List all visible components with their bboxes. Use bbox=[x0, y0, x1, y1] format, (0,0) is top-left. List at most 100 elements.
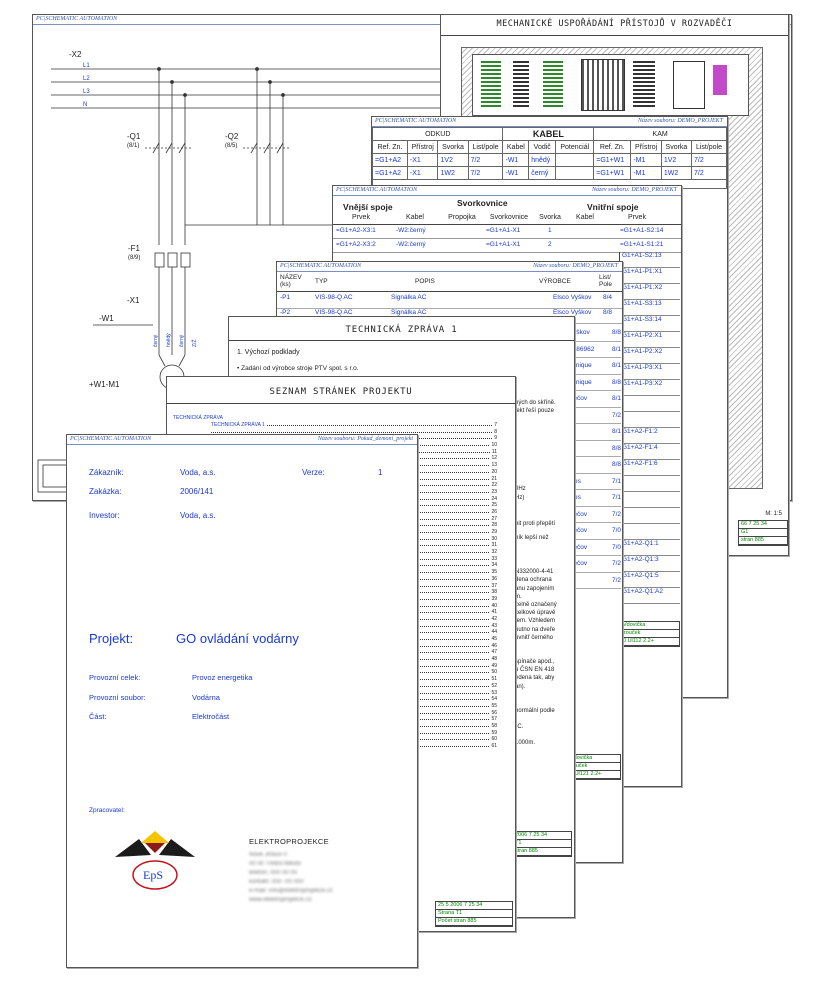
col-header: List/ Pole bbox=[599, 274, 613, 288]
list-item: G1+A1-P1:X1 bbox=[620, 268, 680, 284]
list-item: 7/2 bbox=[569, 408, 621, 424]
cell: -X1 bbox=[406, 166, 439, 180]
toc-page: 34 bbox=[491, 562, 497, 569]
toc-page: 52 bbox=[491, 682, 497, 689]
outer-heading: Vnější spoje bbox=[343, 202, 393, 212]
part-label: Část: bbox=[89, 712, 107, 721]
report-line: an). bbox=[515, 683, 526, 690]
company-details: Nové Jiříkov 0 00 00 Třebíš-Město telefo… bbox=[249, 851, 333, 905]
col-header: Ref. Zn. bbox=[593, 140, 632, 154]
cell: Elsco Vyškov bbox=[553, 309, 592, 316]
line-label: N bbox=[83, 102, 87, 108]
toc-page: 39 bbox=[491, 595, 497, 602]
investor-label: Investor: bbox=[89, 511, 120, 520]
cell: 1V2 bbox=[660, 153, 692, 167]
col-header: Svorka bbox=[539, 214, 561, 221]
report-line: edena tak, aby bbox=[515, 675, 555, 682]
cell: =G1+A1-S2:14 bbox=[620, 227, 664, 234]
toc-page: 50 bbox=[491, 669, 497, 676]
toc-row[interactable]: 8 bbox=[173, 428, 497, 435]
report-line: ných do skříně. bbox=[515, 400, 556, 406]
toc-page: 38 bbox=[491, 589, 497, 596]
breaker1-ref: (8/1) bbox=[127, 143, 139, 149]
toc-page: 56 bbox=[491, 709, 497, 716]
col-header: Přístroj bbox=[630, 140, 662, 154]
customer-label: Zákazník: bbox=[89, 468, 124, 477]
toc-page: 41 bbox=[491, 609, 497, 616]
toc-entry[interactable]: TECHNICKÁ ZPRÁVA 1 bbox=[211, 421, 265, 428]
line-label: L2 bbox=[83, 76, 90, 82]
cell: =G1+A1-S1:21 bbox=[620, 241, 664, 248]
toc-page: 23 bbox=[491, 488, 497, 495]
edge-supplier: canique bbox=[569, 362, 592, 370]
wire-label: černý bbox=[179, 334, 185, 347]
cell: Elsco Vyškov bbox=[553, 294, 592, 301]
cell: 1V2 bbox=[437, 153, 469, 167]
cell: -P1 bbox=[280, 294, 291, 301]
col-header: Svorkovnice bbox=[489, 214, 529, 221]
edge-page: 8/1 bbox=[611, 362, 621, 370]
breaker2-ref: (8/5) bbox=[225, 143, 237, 149]
right-element-list: G1+A1-S2:13 G1+A1-P1:X1 G1+A1-P1:X2 G1+A… bbox=[619, 252, 680, 604]
terminal-header-file: Název souboru: DEMO_PROJEKT bbox=[592, 187, 677, 193]
report-line: nutno na dveře bbox=[515, 626, 556, 633]
list-item: G1+A2-F1:2 bbox=[620, 428, 680, 444]
edge-page: 8/8 bbox=[611, 378, 621, 386]
title-block-line: 2006 7 25 34 bbox=[513, 832, 571, 840]
company-detail-line: kontakt: 000 -00 000 bbox=[249, 879, 304, 885]
author-label: Zpracovatel: bbox=[89, 807, 125, 814]
col-header: Propojka bbox=[448, 214, 476, 221]
edge-page: 7/2 bbox=[611, 576, 621, 584]
breaker1-label: -Q1 bbox=[127, 132, 141, 141]
report-item: 1. Výchozí podklady bbox=[237, 349, 300, 356]
toc-title: SEZNAM STRÁNEK PROJEKTU bbox=[269, 387, 413, 397]
report-line: nit proti přepětí bbox=[515, 520, 556, 527]
toc-page: 11 bbox=[491, 448, 497, 455]
toc-page: 44 bbox=[491, 629, 497, 636]
toc-page: 55 bbox=[491, 702, 497, 709]
title-block-line: stran 885 bbox=[739, 537, 787, 545]
cell: Signálka AC bbox=[391, 294, 427, 301]
w1-label: -W1 bbox=[99, 314, 114, 323]
title-block-line: 25 5 2006 7 25 34 bbox=[436, 902, 512, 910]
edge-page: 7/0 bbox=[611, 543, 621, 551]
col-header: Přístroj bbox=[406, 140, 439, 154]
strip-heading: Svorkovnice bbox=[457, 198, 508, 208]
col-header: List/pole bbox=[467, 140, 504, 154]
logo-text: EpS bbox=[143, 868, 164, 882]
report-line: °C. bbox=[515, 724, 524, 731]
cell: =G1+A2-X3:2 bbox=[336, 241, 376, 248]
toc-page: 21 bbox=[491, 475, 497, 482]
project-label: Projekt: bbox=[89, 631, 134, 646]
cell: -M1 bbox=[630, 153, 662, 167]
toc-page: 10 bbox=[491, 442, 497, 449]
toc-page: 31 bbox=[491, 542, 497, 549]
toc-page: 48 bbox=[491, 656, 497, 663]
unit-value: Provoz energetika bbox=[192, 673, 253, 682]
toc-page: 53 bbox=[491, 689, 497, 696]
toc-title-block: 25 5 2006 7 25 34 Strana T1 Počet stran … bbox=[435, 901, 513, 927]
report-line bbox=[515, 415, 557, 485]
col-header: Kabel bbox=[502, 140, 530, 154]
table-row: =G1+A2-X3:2 -W2:černý =G1+A1-X1 2 =G1+A1… bbox=[333, 241, 681, 248]
toc-page: 24 bbox=[491, 495, 497, 502]
cable-table: ODKUD KABEL KAM Ref. Zn. Přístroj Svorka… bbox=[372, 127, 727, 189]
company-detail-line: www.elektroprojekce.cz bbox=[249, 897, 312, 903]
toc-page: 28 bbox=[491, 522, 497, 529]
report-line: anu zapojením bbox=[515, 585, 555, 592]
toc-page: 29 bbox=[491, 529, 497, 535]
x1-label: -X1 bbox=[127, 296, 140, 305]
list-item: 8/8 bbox=[569, 457, 621, 474]
list-item: G1+A1-S3:13 bbox=[620, 300, 680, 316]
cell: 7/2 bbox=[467, 153, 504, 167]
cell: =G1+A2 bbox=[372, 166, 408, 180]
cell: -W2:černý bbox=[396, 241, 426, 248]
cell: VIS-98-Q AC bbox=[315, 309, 353, 316]
toc-page: 36 bbox=[491, 575, 497, 582]
col-header: Potenciál bbox=[555, 140, 595, 154]
